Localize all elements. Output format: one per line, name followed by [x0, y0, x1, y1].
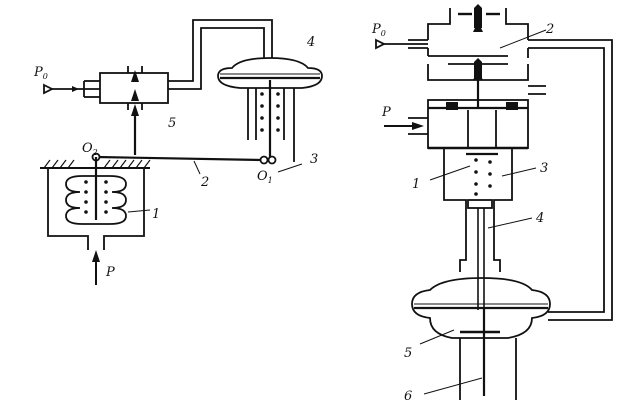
right-input-arrow-p	[384, 122, 424, 130]
left-labels: P0 O2 1 2 3 4 5 O1 P	[33, 35, 318, 280]
right-label-p0: P0	[371, 22, 386, 38]
left-label-p0: P0	[33, 65, 48, 81]
right-outlet-pipe	[528, 39, 613, 321]
right-spring-chamber-3	[429, 148, 537, 310]
left-input-arrow-p	[92, 250, 100, 285]
left-bellows-housing-1	[47, 157, 151, 250]
right-valve-2	[427, 4, 547, 108]
right-diaphragm-chamber-5	[411, 277, 551, 400]
left-label-o1: O1	[257, 169, 273, 185]
left-output-pipe	[168, 19, 273, 90]
right-spring-3-dots	[474, 158, 492, 196]
right-supply-p0	[375, 38, 428, 50]
left-bellows-spring-dots	[84, 180, 108, 214]
left-supply-arrow	[43, 83, 100, 95]
right-label-3: 3	[540, 161, 548, 176]
right-label-5: 5	[404, 346, 412, 361]
left-spring-4-dots	[260, 92, 280, 132]
right-label-4: 4	[535, 211, 544, 226]
right-label-1: 1	[412, 177, 420, 192]
left-schematic	[40, 19, 323, 285]
left-label-4: 4	[306, 35, 315, 50]
right-labels: P0 P 1 2 3 4 5 6	[371, 22, 554, 404]
left-label-5: 5	[168, 116, 176, 131]
right-middle-chamber	[427, 99, 529, 150]
left-label-p: P	[105, 265, 115, 280]
left-label-1: 1	[152, 207, 160, 222]
left-label-o2: O2	[82, 141, 98, 157]
left-diaphragm-chamber-4	[217, 57, 323, 162]
right-label-2: 2	[545, 22, 554, 37]
right-label-6: 6	[404, 389, 412, 404]
left-label-3: 3	[310, 152, 318, 167]
left-valve-5	[83, 66, 169, 155]
left-label-2: 2	[200, 175, 209, 190]
right-label-p: P	[381, 105, 391, 120]
right-schematic	[375, 4, 613, 400]
right-side-stubs	[408, 85, 546, 135]
